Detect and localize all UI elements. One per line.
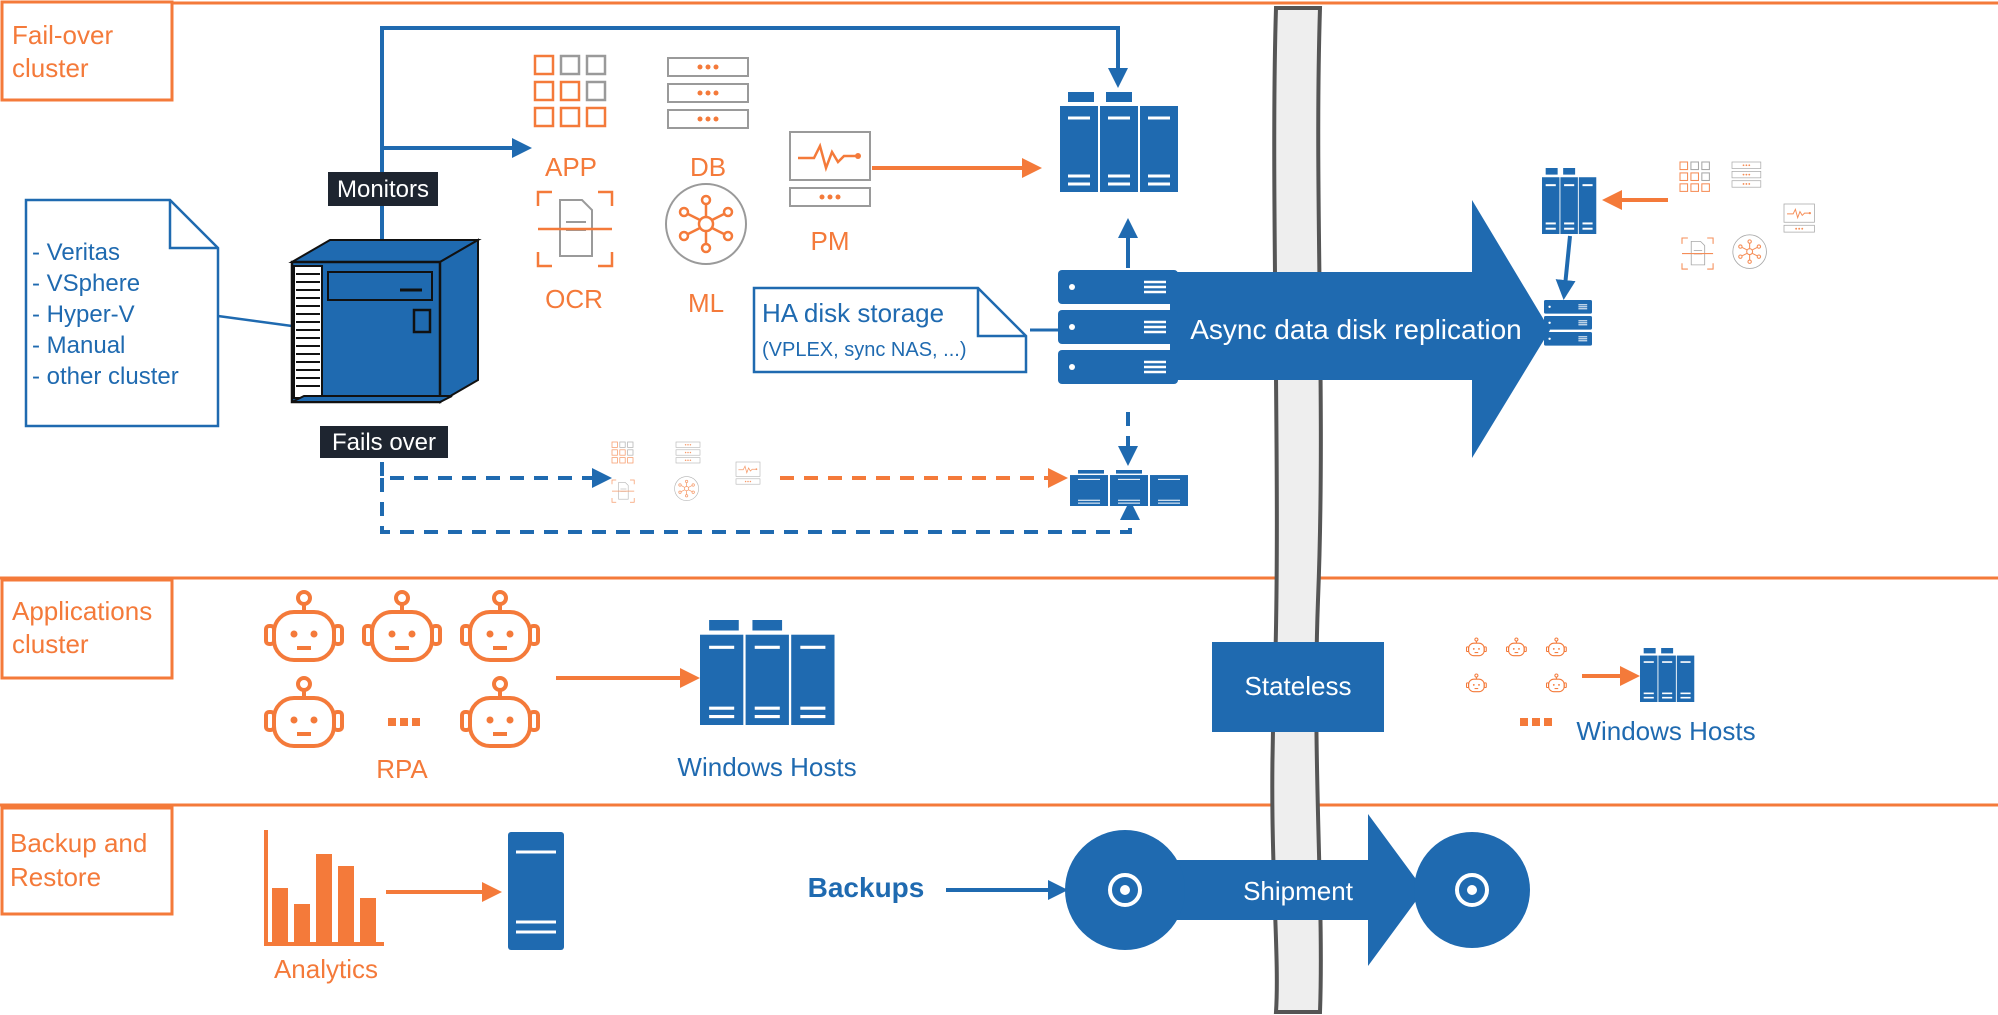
db-label: DB: [690, 152, 726, 182]
rpa-label: RPA: [376, 754, 428, 784]
note-item: - Veritas: [32, 239, 120, 266]
svg-text:Stateless: Stateless: [1245, 671, 1352, 701]
svg-text:Restore: Restore: [10, 862, 101, 892]
analytics-chart-icon: [264, 830, 384, 946]
svg-text:cluster: cluster: [12, 629, 89, 659]
remote-rack-to-storage-arrow: [1555, 235, 1576, 300]
remote-services: [1679, 161, 1815, 270]
ml-label: ML: [688, 288, 724, 318]
backup-server-icon: [508, 832, 564, 950]
note-item: - other cluster: [32, 363, 179, 390]
svg-text:Fails over: Fails over: [332, 429, 436, 456]
svg-text:HA disk storage: HA disk storage: [762, 298, 944, 328]
windows-hosts-label: Windows Hosts: [677, 752, 856, 782]
note-item: - Hyper-V: [32, 301, 135, 328]
pm-label: PM: [811, 226, 850, 256]
note-item: - Manual: [32, 332, 125, 359]
backups-label: Backups: [808, 872, 925, 903]
app-label: APP: [545, 152, 597, 182]
db-icon: [667, 57, 749, 129]
windows-hosts-rack-icon: [698, 618, 837, 727]
monitors-label: Monitors: [328, 172, 438, 206]
ocr-doc-icon: [536, 190, 614, 268]
fails-over-label: Fails over: [320, 426, 448, 458]
async-replication-arrow: [1170, 200, 1550, 458]
robot-icon: [460, 676, 540, 748]
mainframe-icon: [288, 238, 482, 404]
svg-text:(VPLEX, sync NAS, ...): (VPLEX, sync NAS, ...): [762, 339, 967, 361]
rpa-ellipsis: [388, 718, 420, 726]
cluster-types-note: - Veritas - VSphere - Hyper-V - Manual -…: [24, 198, 220, 428]
standby-server-rack-icon: [1068, 468, 1190, 508]
note-item: - VSphere: [32, 270, 140, 297]
app-grid-icon: [533, 54, 607, 128]
async-replication-label: Async data disk replication: [1190, 314, 1522, 345]
ml-network-icon: [664, 182, 748, 266]
stateless-box: Stateless: [1212, 642, 1384, 732]
note-connector: [217, 314, 293, 328]
analytics-label: Analytics: [274, 954, 378, 984]
robot-icon: [362, 590, 442, 662]
disk-storage-icon: [1056, 268, 1180, 386]
remote-server-rack-icon: [1541, 167, 1598, 235]
ocr-label: OCR: [545, 284, 603, 314]
shipped-disc-icon: [1414, 832, 1530, 948]
remote-robots: [1466, 637, 1567, 693]
remote-windows-rack-icon: [1639, 647, 1696, 703]
remote-disk-storage-icon: [1543, 299, 1593, 347]
monitor-connectors: [380, 26, 1128, 245]
svg-text:Monitors: Monitors: [337, 176, 429, 203]
robot-icon: [460, 590, 540, 662]
standby-services: [611, 441, 761, 503]
section-label-failover: Fail-over cluster: [0, 0, 174, 102]
backup-disc-icon: [1065, 830, 1185, 950]
svg-text:Applications: Applications: [12, 596, 152, 626]
section-label-applications: Applications cluster: [0, 578, 174, 680]
svg-text:cluster: cluster: [12, 53, 89, 83]
robot-icon: [264, 676, 344, 748]
remote-rpa-ellipsis: [1520, 718, 1552, 726]
ha-storage-note: HA disk storage (VPLEX, sync NAS, ...): [752, 286, 1028, 374]
server-rack-icon: [1058, 90, 1180, 194]
shipment-arrow: [1160, 814, 1424, 966]
pm-monitor-icon: [788, 130, 872, 208]
failover-dashed-paths: [380, 412, 1140, 534]
section-label-backup: Backup and Restore: [0, 806, 174, 916]
svg-text:Fail-over: Fail-over: [12, 20, 113, 50]
svg-text:Backup and: Backup and: [10, 828, 147, 858]
remote-windows-hosts-label: Windows Hosts: [1576, 716, 1755, 746]
robot-icon: [264, 590, 344, 662]
shipment-label: Shipment: [1243, 876, 1354, 906]
